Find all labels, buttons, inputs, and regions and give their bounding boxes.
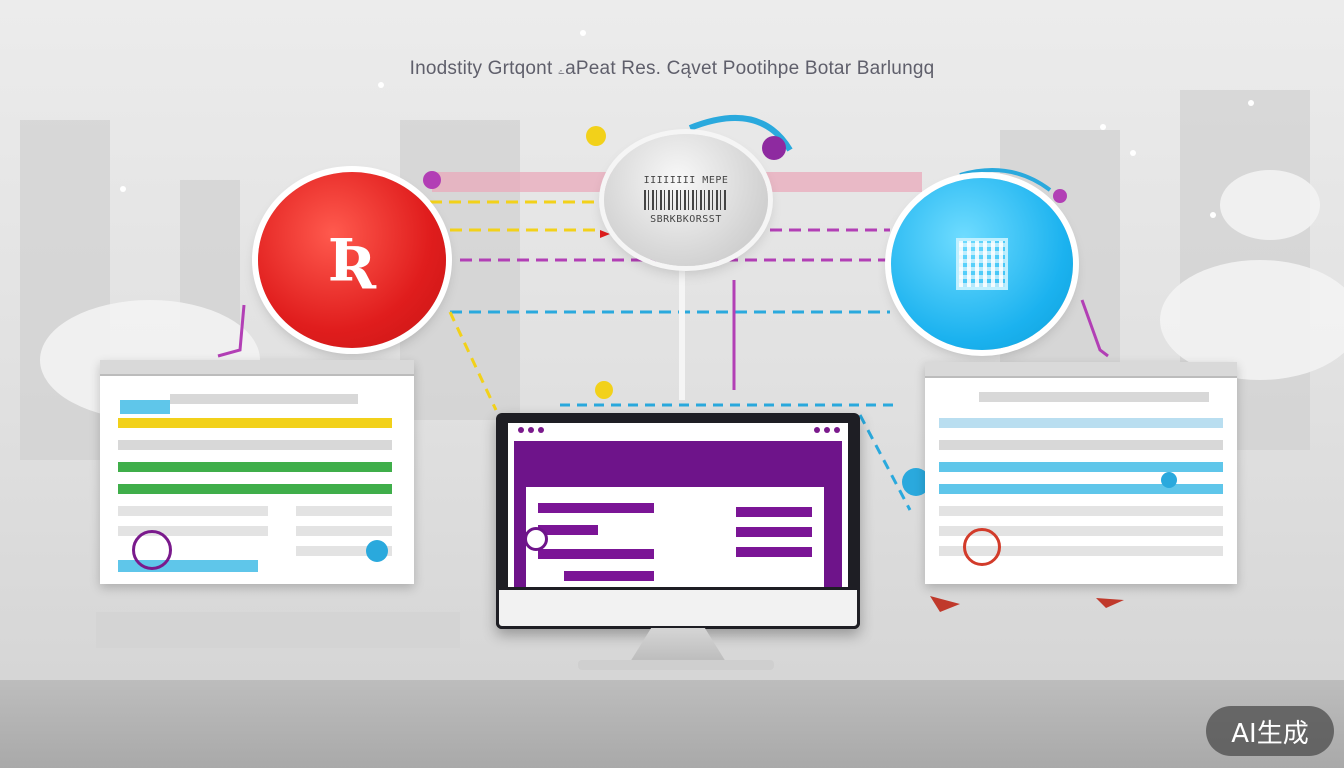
barcode-icon — [644, 190, 728, 210]
text-line — [118, 506, 268, 516]
brand-logo-icon: Ʀ — [327, 226, 377, 294]
text-line — [979, 392, 1209, 402]
highlight-line — [939, 418, 1223, 428]
window-controls[interactable] — [518, 427, 544, 435]
globe-icon[interactable] — [366, 540, 388, 562]
content-bar — [736, 547, 812, 557]
monitor-screen — [508, 423, 848, 587]
highlight-line — [939, 484, 1223, 494]
red-logo-orb[interactable]: Ʀ — [258, 172, 446, 348]
yellow-node-icon — [595, 381, 613, 399]
monitor-stand-base — [578, 660, 774, 670]
monitor-bezel — [496, 587, 860, 629]
background-cloud — [1160, 260, 1344, 380]
barcode-label-bottom: SBRKBKORSST — [650, 214, 722, 225]
cyan-arc — [959, 168, 1052, 192]
yellow-connector — [448, 311, 498, 411]
web-page-sidebar — [514, 487, 526, 587]
yellow-node-icon — [586, 126, 606, 146]
magnifier-icon[interactable] — [132, 530, 172, 570]
web-page-header — [514, 441, 842, 487]
desktop-monitor[interactable] — [496, 413, 860, 629]
highlight-line — [118, 462, 392, 472]
sparkle — [120, 186, 126, 192]
magnifier-icon[interactable] — [963, 528, 1001, 566]
text-line — [296, 506, 392, 516]
right-document-panel[interactable] — [925, 362, 1237, 584]
content-bar — [538, 549, 654, 559]
cyan-connector — [858, 414, 912, 511]
content-bar — [564, 571, 654, 581]
text-line — [120, 400, 170, 414]
gray-barcode-orb[interactable]: ΙΙΙΙΙΙΙΙ ΜΕΡΕ SBRKBKORSST — [604, 134, 768, 266]
purple-node-icon — [762, 136, 786, 160]
search-icon[interactable] — [524, 527, 548, 551]
floor-shelf — [96, 612, 460, 648]
cyan-node-icon — [902, 468, 930, 496]
page-title: Inodstity Grtqont ۦaPeat Res. Cąvet Poot… — [409, 58, 935, 79]
purple-node-icon — [423, 171, 441, 189]
content-bar — [538, 503, 654, 513]
ai-generated-badge: AI生成 — [1206, 706, 1334, 756]
web-page-sidebar — [824, 487, 842, 587]
text-line — [296, 546, 392, 556]
sparkle — [378, 82, 384, 88]
content-bar — [736, 527, 812, 537]
text-line — [118, 440, 392, 450]
content-bar — [538, 525, 598, 535]
sparkle — [1210, 212, 1216, 218]
arrow-icon — [930, 596, 960, 612]
text-line — [939, 440, 1223, 450]
text-line — [170, 394, 358, 404]
arrow-icon — [600, 230, 610, 238]
highlight-line — [118, 484, 392, 494]
left-document-panel[interactable] — [100, 360, 414, 584]
sparkle — [1130, 150, 1136, 156]
sparkle — [1100, 124, 1106, 130]
text-line — [296, 526, 392, 536]
barcode-label-top: ΙΙΙΙΙΙΙΙ ΜΕΡΕ — [643, 175, 729, 186]
sparkle — [580, 30, 586, 36]
highlight-line — [118, 418, 392, 428]
window-controls[interactable] — [814, 427, 840, 435]
purple-node-icon — [1053, 189, 1067, 203]
arrow-icon — [1096, 598, 1124, 608]
qr-code-icon — [956, 238, 1008, 290]
purple-connector — [217, 304, 246, 358]
sparkle — [1248, 100, 1254, 106]
background-floor — [0, 680, 1344, 768]
text-line — [118, 526, 268, 536]
highlight-line — [939, 462, 1223, 472]
panel-title-bar — [925, 362, 1237, 378]
text-line — [939, 526, 1223, 536]
content-bar — [736, 507, 812, 517]
text-line — [939, 506, 1223, 516]
purple-connector — [1080, 299, 1109, 358]
text-line — [939, 546, 1223, 556]
background-cloud — [1220, 170, 1320, 240]
blue-qr-orb[interactable] — [891, 178, 1073, 350]
link-icon[interactable] — [1161, 472, 1177, 488]
panel-title-bar — [100, 360, 414, 376]
